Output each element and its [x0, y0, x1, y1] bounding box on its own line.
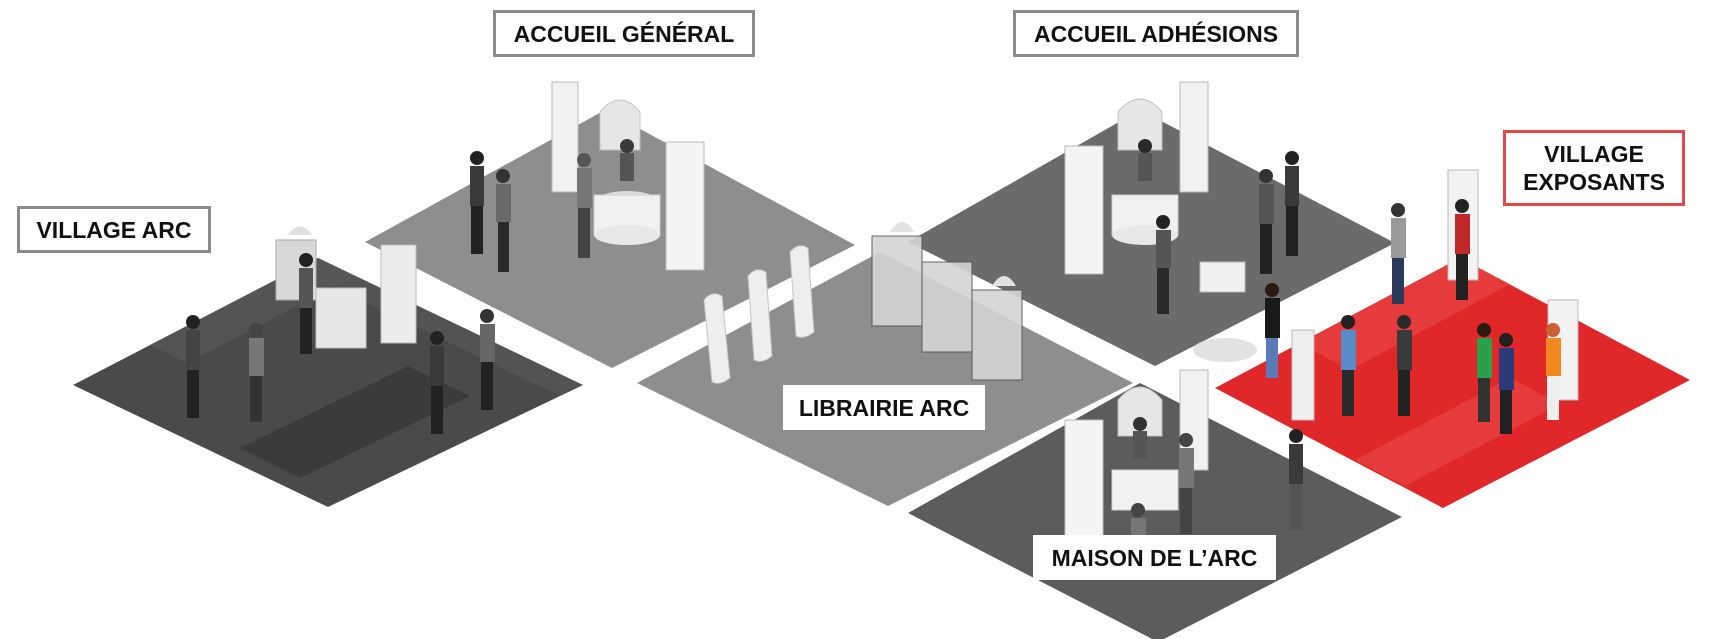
village-arc-booth	[275, 226, 417, 349]
floor-maison-arc	[908, 383, 1402, 639]
librairie-arc-displays	[703, 222, 1023, 384]
accueil-adhesions-visitors	[1156, 151, 1299, 314]
label-village-arc-text: VILLAGE ARC	[36, 216, 192, 243]
label-accueil-adhesions-text: ACCUEIL ADHÉSIONS	[1033, 20, 1279, 47]
accueil-general-visitors	[470, 151, 592, 272]
label-librairie-arc-text: LIBRAIRIE ARC	[798, 394, 970, 421]
floor-librairie-arc	[637, 252, 1133, 506]
label-accueil-adhesions: ACCUEIL ADHÉSIONS	[1013, 10, 1299, 57]
maison-arc-booth	[1064, 369, 1209, 539]
label-accueil-general-text: ACCUEIL GÉNÉRAL	[513, 20, 735, 47]
accueil-general-booth	[551, 81, 705, 271]
label-village-arc: VILLAGE ARC	[17, 206, 211, 253]
label-maison-arc-text: MAISON DE L’ARC	[1051, 544, 1258, 571]
floor-village-arc	[73, 258, 583, 507]
label-village-exposants: VILLAGE EXPOSANTS	[1503, 130, 1685, 206]
label-village-exposants-line2: EXPOSANTS	[1523, 169, 1665, 195]
label-accueil-general: ACCUEIL GÉNÉRAL	[493, 10, 755, 57]
village-arc-visitors	[186, 253, 495, 434]
label-librairie-arc: LIBRAIRIE ARC	[783, 385, 985, 430]
village-exposants-visitors	[1265, 199, 1561, 434]
label-maison-arc: MAISON DE L’ARC	[1033, 535, 1276, 580]
label-village-exposants-line1: VILLAGE	[1544, 141, 1644, 167]
